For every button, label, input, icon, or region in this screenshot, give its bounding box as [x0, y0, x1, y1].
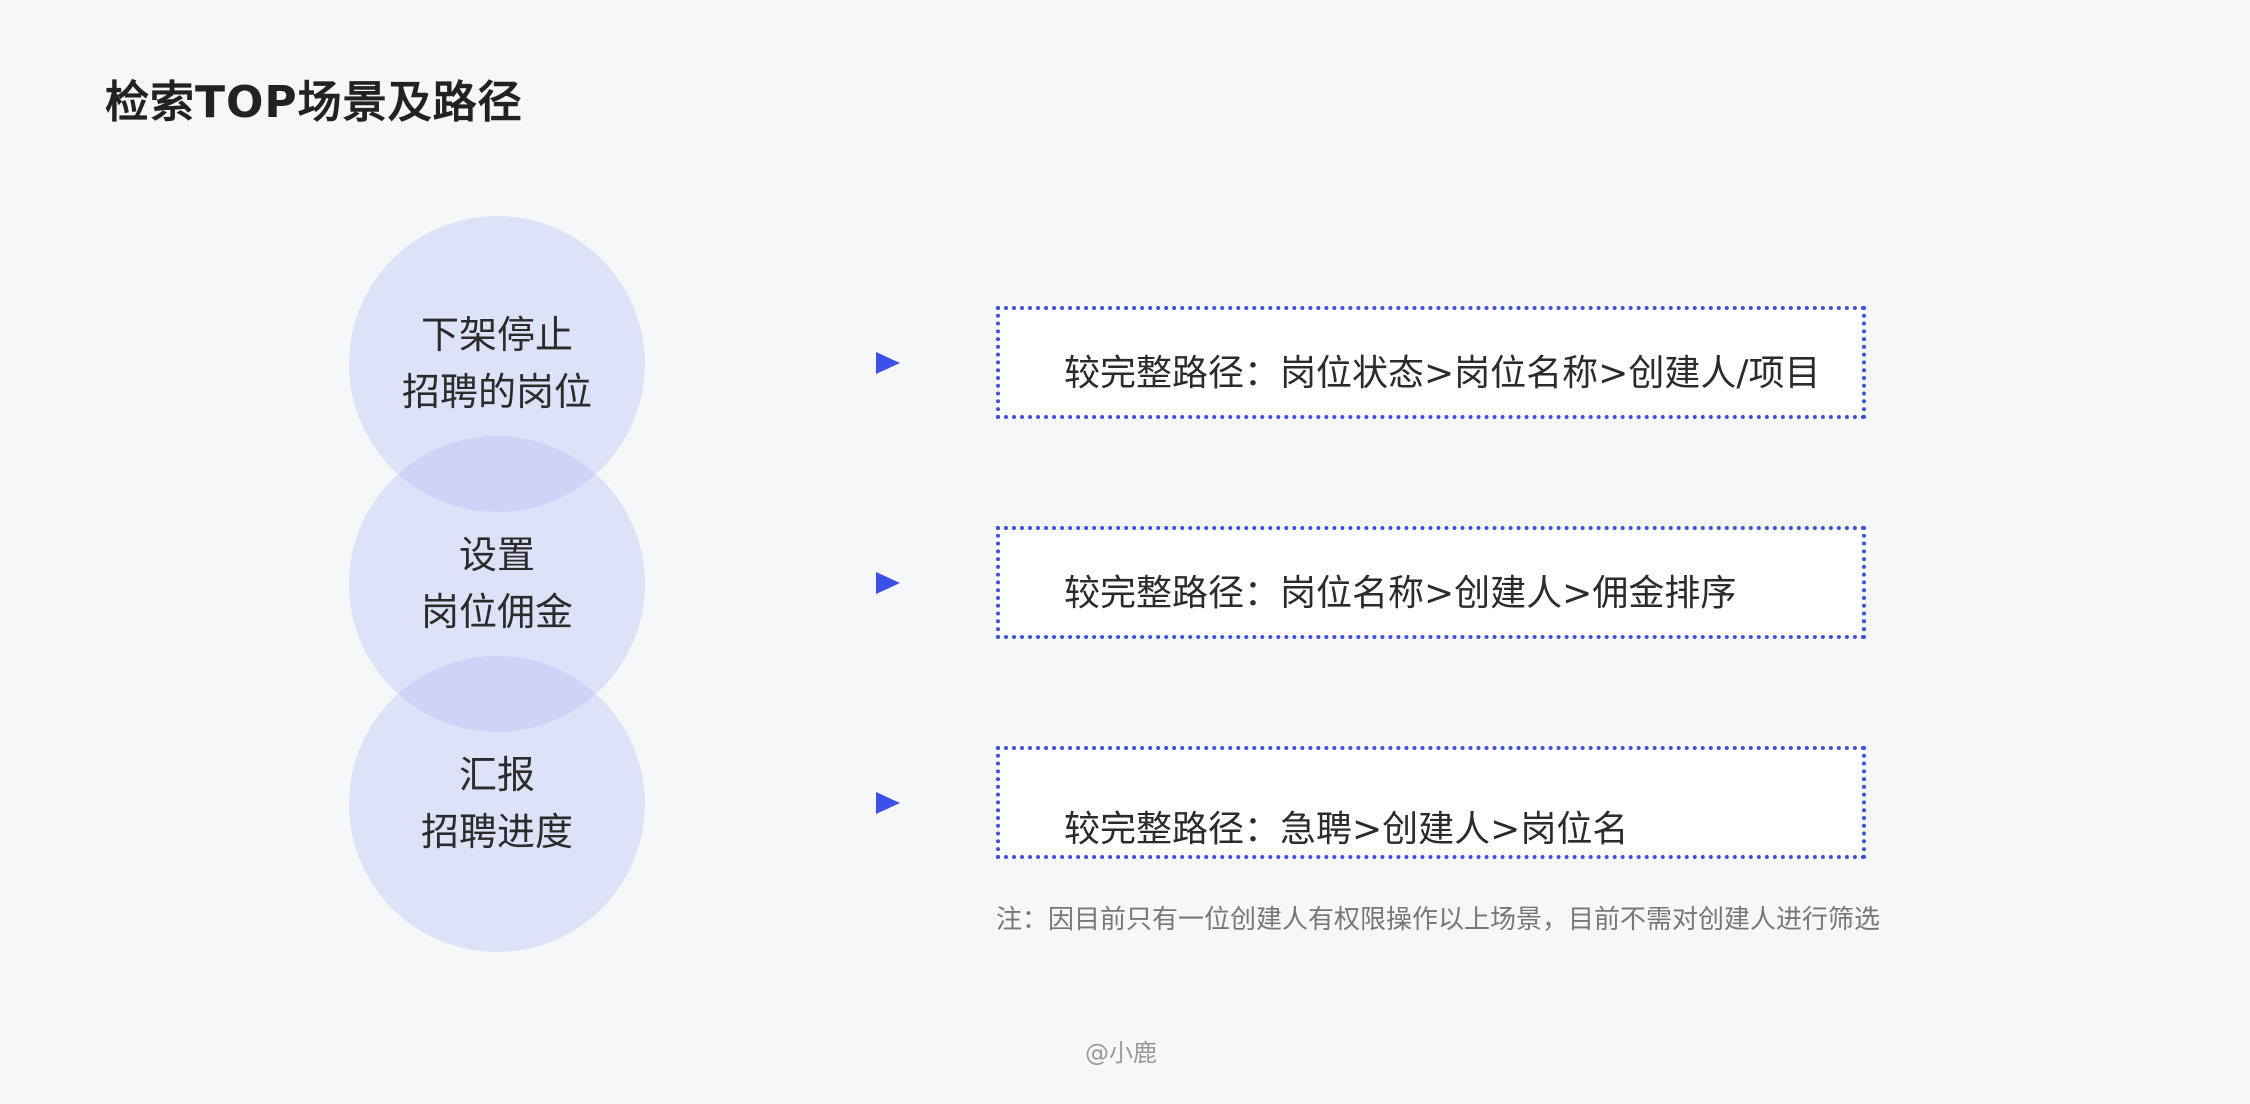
path-text-1: 较完整路径：岗位状态>岗位名称>创建人/项目: [1064, 353, 1821, 394]
path-box-2: 较完整路径：岗位名称>创建人>佣金排序: [996, 526, 1866, 639]
path-text-3: 较完整路径：急聘>创建人>岗位名: [1064, 809, 1629, 850]
scenario-3-line-1: 汇报: [458, 753, 535, 797]
scenario-1-line-2: 招聘的岗位: [401, 370, 592, 414]
arrow-icon: [770, 572, 900, 594]
scenario-2-line-2: 岗位佣金: [420, 590, 573, 634]
scenario-circle-1: 下架停止 招聘的岗位: [349, 216, 645, 512]
page-title: 检索TOP场景及路径: [105, 77, 523, 128]
footnote: 注：因目前只有一位创建人有权限操作以上场景，目前不需对创建人进行筛选: [996, 905, 1881, 935]
scenario-1-line-1: 下架停止: [420, 313, 573, 357]
scenario-3-line-2: 招聘进度: [420, 810, 573, 854]
scenario-circle-3: 汇报 招聘进度: [349, 656, 645, 952]
scenario-2-line-1: 设置: [458, 533, 535, 577]
arrow-icon: [770, 352, 900, 374]
watermark: @小鹿: [1085, 1039, 1157, 1067]
arrow-icon: [770, 792, 900, 814]
scenario-circle-2: 设置 岗位佣金: [349, 436, 645, 732]
path-text-2: 较完整路径：岗位名称>创建人>佣金排序: [1064, 573, 1737, 614]
path-box-1: 较完整路径：岗位状态>岗位名称>创建人/项目: [996, 306, 1866, 419]
path-box-3: 较完整路径：急聘>创建人>岗位名: [996, 746, 1866, 859]
